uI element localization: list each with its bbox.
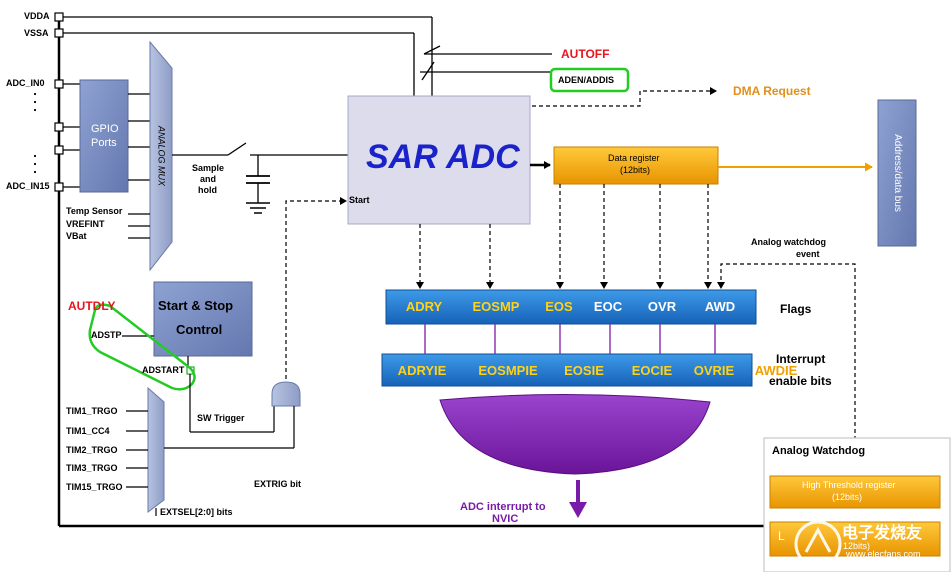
flags-bar [385, 289, 757, 325]
trigger-mux [147, 386, 165, 513]
interrupt-enable-row: ADRYIE EOSMPIE EOSIE EOCIE OVRIE AWDIE [0, 364, 952, 380]
adstp-adstart-highlight [88, 303, 196, 391]
extsel-label: EXTSEL[2:0] bits [160, 507, 233, 517]
sw-trigger-label: SW Trigger [197, 413, 245, 423]
flag-ovr: OVR [647, 299, 677, 314]
vbat-label: VBat [66, 231, 87, 241]
gpio-label-1: GPIO [91, 123, 119, 135]
adstart-label: ADSTART [142, 365, 185, 375]
flag-eoc: EOC [593, 299, 623, 314]
dma-request-label: DMA Request [733, 84, 811, 98]
flag-eosmp: EOSMP [472, 299, 520, 314]
vrefint-label: VREFINT [66, 219, 105, 229]
start-stop-label-1: Start & Stop [158, 298, 234, 313]
trigger-label: TIM1_CC4 [66, 426, 110, 436]
ie-ovrie: OVRIE [693, 363, 735, 378]
ie-eosie: EOSIE [564, 363, 604, 378]
interrupt-enable-bar [381, 353, 753, 387]
ie-eocie: EOCIE [631, 363, 673, 378]
flag-adry: ADRY [405, 299, 443, 314]
start-stop-control [153, 281, 253, 357]
watermark-text: 电子发烧友 [842, 525, 923, 542]
ie-adryie: ADRYIE [397, 363, 447, 378]
interrupt-enable-label-1: Interrupt [776, 352, 826, 366]
and-gate [271, 381, 301, 407]
analog-mux-label: ANALOG MUX [156, 125, 167, 187]
trigger-label: TIM15_TRGO [66, 482, 123, 492]
analog-watchdog-event-label-2: event [796, 249, 820, 259]
adstp-label: ADSTP [91, 330, 122, 340]
vdda-label: VDDA [24, 11, 50, 21]
low-threshold-fragment: L [778, 529, 785, 543]
ie-eosmpie: EOSMPIE [478, 363, 538, 378]
interrupt-enable-label-2: enable bits [769, 374, 832, 388]
aden-addis-box [549, 67, 630, 93]
high-threshold-label-1: High Threshold register [802, 480, 896, 490]
start-label: Start [349, 195, 370, 205]
address-data-bus [877, 99, 917, 247]
trigger-label: TIM3_TRGO [66, 463, 118, 473]
sar-adc-title: SAR ADC [366, 138, 520, 176]
ie-awdie: AWDIE [754, 363, 798, 378]
sample-hold-label-3: hold [198, 185, 217, 195]
adc-in0-label: ADC_IN0 [6, 78, 45, 88]
flag-eos: EOS [545, 299, 573, 314]
extrig-bit-label: EXTRIG bit [254, 479, 301, 489]
low-threshold-bits: 12bits) [843, 541, 871, 551]
gpio-label-2: Ports [91, 137, 117, 149]
adc-in15-label: ADC_IN15 [6, 181, 50, 191]
interrupt-or-gate [439, 393, 711, 475]
high-threshold-register [769, 475, 941, 509]
gpio-ports-block [79, 79, 129, 193]
autoff-label: AUTOFF [561, 47, 610, 61]
sar-adc-block [347, 95, 531, 225]
data-register [553, 146, 719, 185]
vssa-label: VSSA [24, 28, 49, 38]
flags-label: Flags [780, 302, 812, 316]
adc-interrupt-label-2: NVIC [492, 513, 519, 525]
watermark-logo [794, 520, 842, 568]
start-stop-label-2: Control [176, 322, 223, 337]
analog-watchdog-event-label-1: Analog watchdog [751, 237, 826, 247]
data-register-label-2: (12bits) [620, 165, 651, 175]
aden-addis-label: ADEN/ADDIS [558, 75, 615, 85]
flag-awd: AWD [704, 299, 736, 314]
trigger-label: TIM1_TRGO [66, 406, 118, 416]
sample-hold-label-2: and [200, 174, 217, 184]
data-register-label-1: Data register [608, 153, 660, 163]
flags-row: ADRY EOSMP EOS EOC OVR AWD [0, 300, 952, 316]
analog-watchdog-title: Analog Watchdog [772, 445, 866, 457]
trigger-label: TIM2_TRGO [66, 445, 118, 455]
adc-interrupt-label-1: ADC interrupt to [460, 501, 546, 513]
high-threshold-label-2: (12bits) [832, 492, 863, 502]
analog-mux [149, 40, 173, 272]
watermark-url: www.elecfans.com [846, 549, 921, 559]
sample-hold-label-1: Sample [192, 163, 225, 173]
address-data-bus-label: Address/data bus [892, 134, 903, 212]
temp-sensor-label: Temp Sensor [66, 206, 123, 216]
autdly-label: AUTDLY [68, 299, 116, 313]
